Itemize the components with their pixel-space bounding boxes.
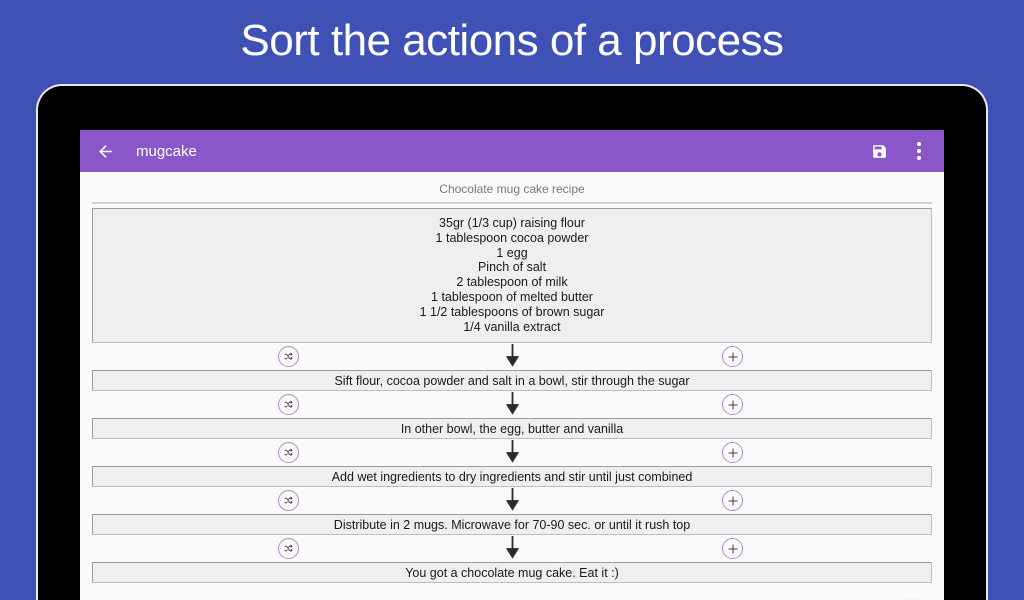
shuffle-icon[interactable] (278, 394, 299, 416)
plus-icon[interactable] (722, 442, 743, 464)
step-row[interactable]: Distribute in 2 mugs. Microwave for 70-9… (92, 514, 932, 536)
step-connector (92, 343, 932, 370)
app-title: mugcake (136, 142, 197, 160)
ingredient-line: 1/4 vanilla extract (463, 319, 561, 334)
step-text: Add wet ingredients to dry ingredients a… (331, 469, 693, 484)
promo-headline: Sort the actions of a process (240, 16, 784, 65)
step-text: Sift flour, cocoa powder and salt in a b… (334, 373, 690, 388)
shuffle-icon[interactable] (278, 538, 299, 560)
overflow-menu-icon[interactable] (906, 138, 932, 164)
ingredient-line: 35gr (1/3 cup) raising flour (439, 216, 585, 230)
step-row[interactable]: Add wet ingredients to dry ingredients a… (92, 466, 932, 488)
step-connector (92, 391, 932, 418)
step-connector (92, 535, 932, 562)
plus-icon[interactable] (722, 394, 743, 416)
plus-icon[interactable] (722, 346, 743, 368)
toolbar-actions (866, 138, 932, 164)
down-arrow-icon (92, 392, 932, 416)
step-connector (92, 439, 932, 466)
step-text: Distribute in 2 mugs. Microwave for 70-9… (333, 517, 691, 532)
ingredient-line: 1 tablespoon of melted butter (431, 289, 593, 304)
shuffle-icon[interactable] (278, 346, 299, 368)
ingredient-line: 1 egg (496, 245, 528, 260)
shuffle-icon[interactable] (278, 490, 299, 512)
ingredients-box[interactable]: 35gr (1/3 cup) raising flour 1 tablespoo… (92, 208, 932, 344)
plus-icon[interactable] (722, 490, 743, 512)
step-row[interactable]: Sift flour, cocoa powder and salt in a b… (92, 370, 932, 392)
save-floppy-icon[interactable] (866, 138, 892, 164)
step-row[interactable]: You got a chocolate mug cake. Eat it :) (92, 562, 932, 584)
down-arrow-icon (92, 488, 932, 512)
recipe-title: Chocolate mug cake recipe (439, 182, 585, 196)
down-arrow-icon (92, 536, 932, 560)
title-divider (92, 202, 932, 204)
ingredient-line: 1 tablespoon cocoa powder (435, 230, 589, 245)
ingredient-line: 1 1/2 tablespoons of brown sugar (419, 304, 605, 319)
recipe-content: Chocolate mug cake recipe 35gr (1/3 cup)… (80, 172, 944, 600)
tablet-device-frame: mugcake Chocolate mug cake recipe (36, 84, 988, 600)
plus-icon[interactable] (722, 538, 743, 560)
down-arrow-icon (92, 440, 932, 464)
back-arrow-icon[interactable] (90, 136, 120, 166)
ingredient-line: Pinch of salt (477, 260, 547, 275)
step-text: In other bowl, the egg, butter and vanil… (400, 421, 624, 436)
tablet-screen: mugcake Chocolate mug cake recipe (80, 130, 944, 600)
step-text: You got a chocolate mug cake. Eat it :) (405, 565, 619, 580)
ingredient-line: 2 tablespoon of milk (456, 275, 568, 290)
down-arrow-icon (92, 344, 932, 368)
step-row[interactable]: In other bowl, the egg, butter and vanil… (92, 418, 932, 440)
app-toolbar: mugcake (80, 130, 944, 172)
step-connector (92, 487, 932, 514)
shuffle-icon[interactable] (278, 442, 299, 464)
